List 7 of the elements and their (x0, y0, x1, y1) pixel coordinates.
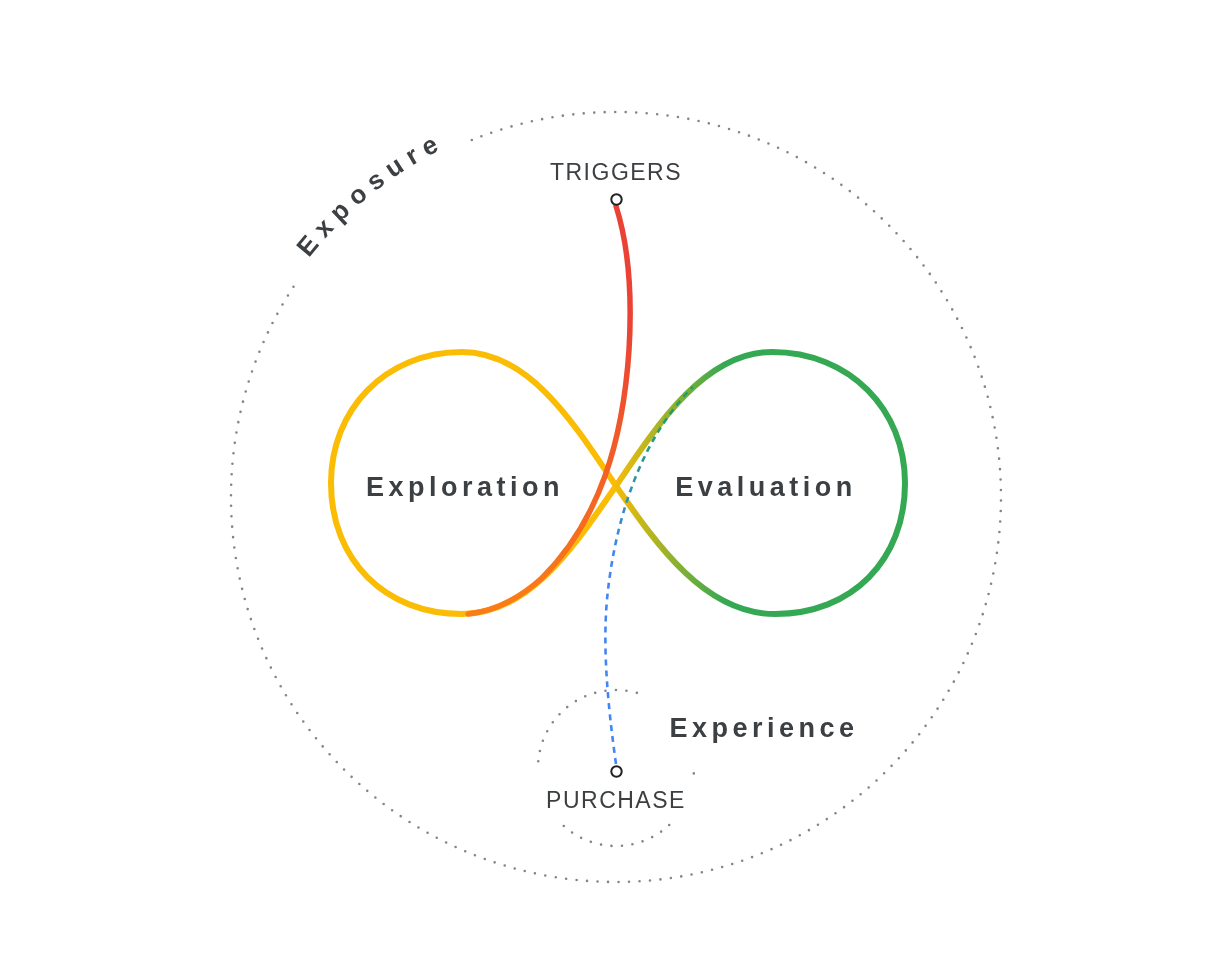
stage-label: Evaluation (675, 471, 857, 504)
stage-label: Exploration (366, 471, 564, 504)
dashed-connector-line (604, 386, 694, 765)
stage-label: Experience (669, 712, 859, 745)
point-label: PURCHASE (546, 786, 686, 814)
connector-line (465, 203, 633, 617)
point-label: TRIGGERS (549, 158, 683, 186)
